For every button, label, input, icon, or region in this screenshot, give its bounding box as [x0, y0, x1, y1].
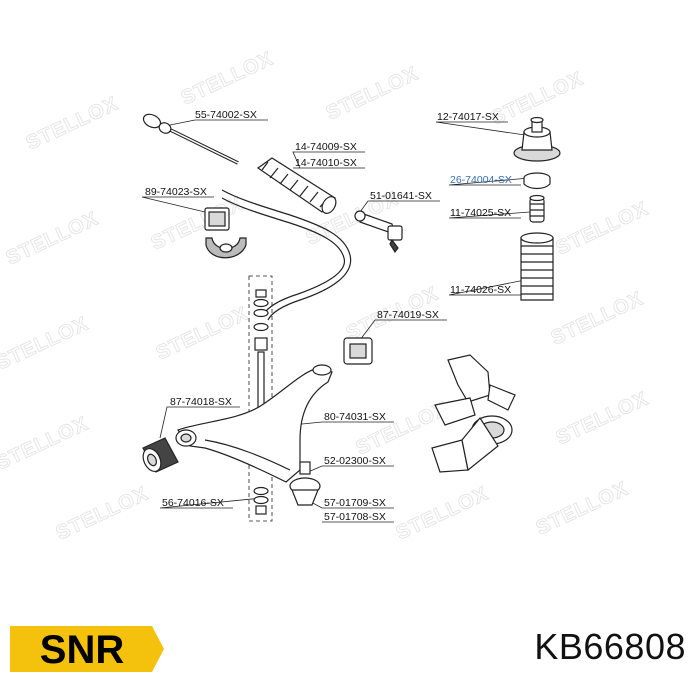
watermark: STELLOX [0, 313, 92, 375]
watermark: STELLOX [0, 413, 92, 475]
stabilizer-bar-part [221, 189, 352, 321]
part-label: 52-02300-SX [324, 455, 386, 467]
link-assembly-group [248, 275, 273, 522]
stabilizer-link-bushing-part [343, 337, 373, 365]
watermark: STELLOX [533, 478, 632, 540]
part-label: 14-74010-SX [295, 157, 357, 169]
part-label: 11-74025-SX [450, 207, 511, 219]
part-label: 11-74026-SX [450, 284, 511, 296]
steering-boot-part [256, 157, 337, 214]
watermark: STELLOX [153, 303, 252, 365]
control-arm-bushing-part [142, 437, 179, 473]
part-label: 87-74018-SX [170, 396, 232, 408]
watermark-layer: STELLOX STELLOX STELLOX STELLOX STELLOX … [0, 47, 652, 545]
part-label: 57-01709-SX [324, 497, 386, 509]
part-number: KB66808 [534, 626, 686, 667]
steering-knuckle-part [431, 354, 516, 473]
watermark: STELLOX [53, 483, 152, 545]
strut-mount-part [513, 116, 561, 162]
watermark: STELLOX [393, 483, 492, 545]
lower-control-arm-part [175, 364, 333, 483]
watermark: STELLOX [23, 93, 122, 155]
watermark: STELLOX [553, 388, 652, 450]
snr-logo: SNR [10, 626, 164, 672]
watermark: STELLOX [323, 63, 422, 125]
part-label: 87-74019-SX [377, 309, 439, 321]
stabilizer-bushing-part [204, 207, 247, 259]
exploded-parts-diagram: STELLOX STELLOX STELLOX STELLOX STELLOX … [0, 47, 652, 545]
watermark: STELLOX [553, 198, 652, 260]
tie-rod-part [142, 113, 239, 165]
part-label: 14-74009-SX [295, 141, 357, 153]
bump-stop-part [529, 194, 545, 223]
logo-badge [10, 626, 164, 672]
watermark: STELLOX [548, 288, 647, 350]
leader-lines [141, 119, 531, 523]
logo-text: SNR [40, 628, 125, 672]
part-label: 80-74031-SX [324, 411, 386, 423]
watermark: STELLOX [3, 208, 102, 270]
part-label: 57-01708-SX [324, 511, 386, 523]
part-labels: 55-74002-SX 14-74009-SX 14-74010-SX 89-7… [145, 109, 512, 523]
strut-bearing-part [523, 172, 551, 190]
part-label: 55-74002-SX [195, 109, 257, 121]
ball-joint-part [289, 461, 321, 506]
part-label-highlighted: 26-74004-SX [450, 174, 512, 186]
tie-rod-end-part [354, 210, 403, 254]
watermark: STELLOX [178, 48, 277, 110]
part-label: 51-01641-SX [370, 190, 432, 202]
part-label: 56-74016-SX [162, 497, 224, 509]
part-label: 12-74017-SX [437, 111, 499, 123]
strut-boot-part [520, 232, 554, 301]
part-label: 89-74023-SX [145, 186, 207, 198]
